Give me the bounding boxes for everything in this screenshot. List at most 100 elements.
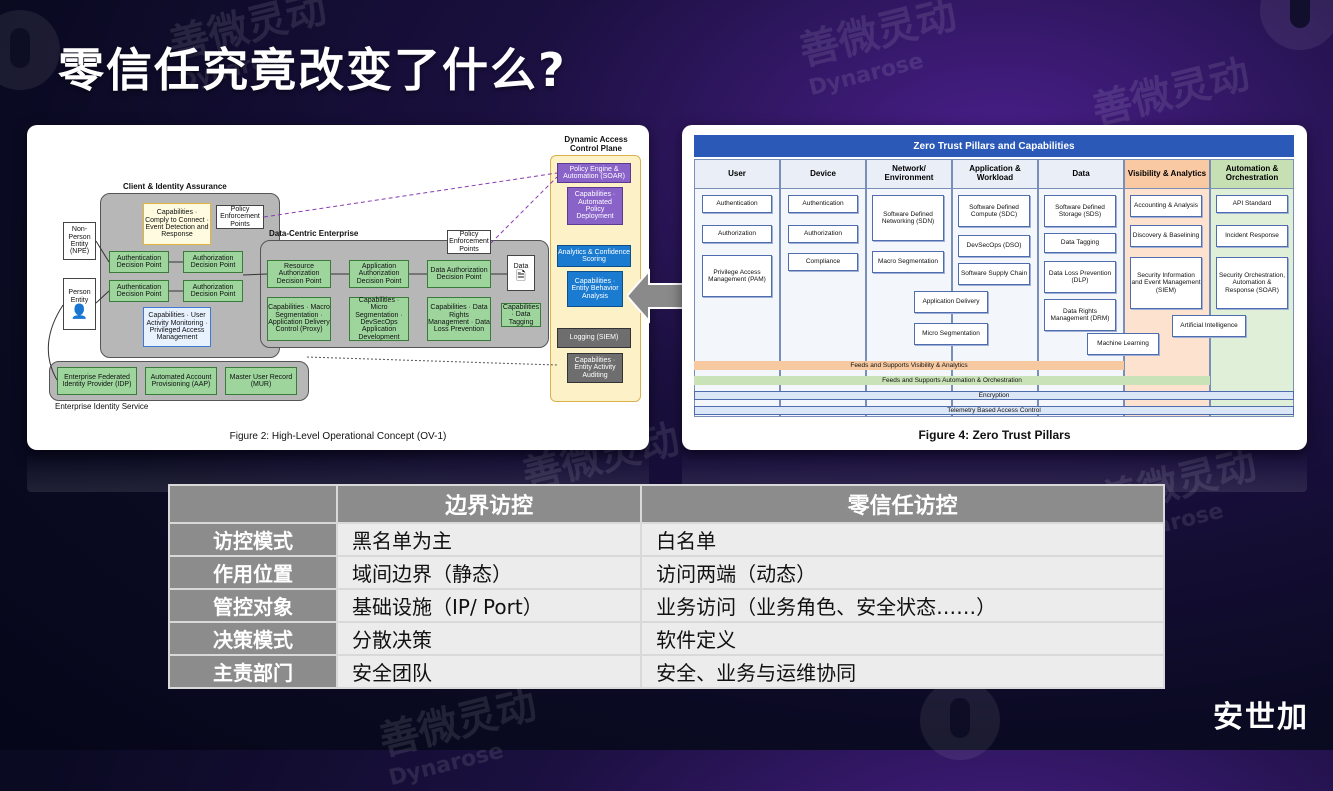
figure-caption-left: Figure 2: High-Level Operational Concept… [229,431,447,442]
row-label: 访控模式 [168,522,338,557]
cap-user-pam: Privilege Access Management (PAM) [702,255,772,297]
cap-device-compliance: Compliance [788,253,858,271]
bar-feeds-automation: Feeds and Supports Automation & Orchestr… [694,376,1210,385]
cap-vis-ai: Artificial Intelligence [1172,315,1246,337]
capabilities-analytics: Capabilities · Entity Behavior Analysis [567,271,623,307]
cap-vis-accounting: Accounting & Analysis [1130,195,1202,217]
figure-caption-right: Figure 4: Zero Trust Pillars [918,428,1071,442]
resource-decision-point: Resource Authorization Decision Point [267,260,331,288]
person-box: Person Entity 👤 [63,278,96,330]
table-header-perimeter: 边界访控 [335,484,643,524]
authz-decision-point-1: Authorization Decision Point [183,251,243,273]
capabilities-top: Capabilities · Comply to Connect · Event… [143,203,211,245]
bar-feeds-visibility: Feeds and Supports Visibility & Analytic… [694,361,1124,370]
pep-box-2: Policy Enforcement Points [447,230,491,254]
cap-network-macro-seg: Macro Segmentation [872,251,944,273]
person-icon: 👤 [70,303,89,319]
cell-zero-trust: 软件定义 [640,621,1165,656]
capabilities-logging: Capabilities · Entity Activity Auditing [567,353,623,383]
logging-box: Logging (SIEM) [557,328,631,348]
policy-engine-box: Policy Engine & Automation (SOAR) [557,163,631,183]
cap-vis-siem: Security Information and Event Managemen… [1130,257,1202,309]
cell-perimeter: 域间边界（静态） [335,555,643,590]
cell-perimeter: 黑名单为主 [335,522,643,557]
table-row: 访控模式 黑名单为主 白名单 [168,522,1165,557]
capabilities-data: Capabilities · Data Rights Management · … [427,297,491,341]
analytics-box: Analytics & Confidence Scoring [557,245,631,267]
cap-network-micro-seg: Micro Segmentation [914,323,988,345]
cell-zero-trust: 访问两端（动态） [640,555,1165,590]
npe-box: Non-Person Entity (NPE) [63,222,96,260]
watermark-keyhole [0,10,60,90]
mur-box: Master User Record (MUR) [225,367,297,395]
brand-logo: 安世加 [1213,700,1309,735]
capabilities-bottom: Capabilities · User Activity Monitoring … [143,307,211,347]
row-label: 主责部门 [168,654,338,689]
table-header-row: 边界访控 零信任访控 [168,484,1165,524]
cell-zero-trust: 白名单 [640,522,1165,557]
table-row: 决策模式 分散决策 软件定义 [168,621,1165,656]
cap-network-sdn: Software Defined Networking (SDN) [872,195,944,241]
watermark-keyhole [920,680,1000,760]
cap-data-drm: Data Rights Management (DRM) [1044,299,1116,331]
cap-auto-incident: Incident Response [1216,225,1288,247]
cap-device-authorization: Authorization [788,225,858,243]
table-row: 主责部门 安全团队 安全、业务与运维协同 [168,654,1165,689]
page-title: 零信任究竟改变了什么? [58,43,567,97]
cap-network-app-delivery: Application Delivery [914,291,988,313]
authz-decision-point-2: Authorization Decision Point [183,280,243,302]
cap-auto-soar: Security Orchestration, Automation & Res… [1216,257,1288,309]
bar-telemetry: Telemetry Based Access Control [694,406,1294,415]
capabilities-tagging: Capabilities · Data Tagging [501,303,541,327]
cap-device-authentication: Authentication [788,195,858,213]
watermark-brand: 善微灵动 [1087,51,1255,135]
cap-vis-discovery: Discovery & Baselining [1130,225,1202,247]
table-row: 作用位置 域间边界（静态） 访问两端（动态） [168,555,1165,590]
cell-zero-trust: 安全、业务与运维协同 [640,654,1165,689]
group-label-client-identity: Client & Identity Assurance [123,182,227,191]
app-decision-point: Application Authorization Decision Point [349,260,409,288]
idp-box: Enterprise Federated Identity Provider (… [57,367,137,395]
capabilities-resource: Capabilities · Macro Segmentation · Appl… [267,297,331,341]
bar-encryption: Encryption [694,391,1294,400]
table-row: 管控对象 基础设施（IP/ Port） 业务访问（业务角色、安全状态……） [168,588,1165,623]
group-label-identity-service: Enterprise Identity Service [55,402,149,411]
cell-perimeter: 分散决策 [335,621,643,656]
authn-decision-point-2: Authentication Decision Point [109,280,169,302]
connector-lines [47,172,558,381]
row-label: 作用位置 [168,555,338,590]
table-header-blank [168,484,338,524]
pep-box-1: Policy Enforcement Points [216,205,264,229]
cap-user-authorization: Authorization [702,225,772,243]
cap-app-sdc: Software Defined Compute (SDC) [958,195,1030,227]
cap-auto-api: API Standard [1216,195,1288,213]
pillars-header: Zero Trust Pillars and Capabilities [694,135,1294,157]
aap-box: Automated Account Provisioning (AAP) [145,367,217,395]
cap-data-sds: Software Defined Storage (SDS) [1044,195,1116,227]
row-label: 决策模式 [168,621,338,656]
cap-vis-ml: Machine Learning [1087,333,1159,355]
cell-perimeter: 安全团队 [335,654,643,689]
cap-user-authentication: Authentication [702,195,772,213]
table-header-zero-trust: 零信任访控 [640,484,1165,524]
cap-data-dlp: Data Loss Prevention (DLP) [1044,261,1116,293]
cap-app-supply-chain: Software Supply Chain [958,263,1030,285]
figure-ov1: Client & Identity Assurance Non-Person E… [27,125,649,450]
authn-decision-point-1: Authentication Decision Point [109,251,169,273]
figure-zero-trust-pillars: Zero Trust Pillars and Capabilities User… [682,125,1307,450]
row-label: 管控对象 [168,588,338,623]
document-icon: 🗎 [516,269,526,284]
capabilities-app: Capabilities · Micro Segmentation · DevS… [349,297,409,341]
data-decision-point: Data Authorization Decision Point [427,260,491,288]
cell-zero-trust: 业务访问（业务角色、安全状态……） [640,588,1165,623]
watermark-keyhole [1260,0,1333,50]
data-box: Data🗎 [507,255,535,291]
capabilities-policy: Capabilities · Automated Policy Deployme… [567,187,623,225]
comparison-table: 边界访控 零信任访控 访控模式 黑名单为主 白名单 作用位置 域间边界（静态） … [168,484,1165,689]
group-label-dac: Dynamic Access Control Plane [564,135,628,153]
group-label-data-centric: Data-Centric Enterprise [269,229,359,238]
cap-app-devsecops: DevSecOps (DSO) [958,235,1030,257]
cap-data-tagging: Data Tagging [1044,233,1116,253]
